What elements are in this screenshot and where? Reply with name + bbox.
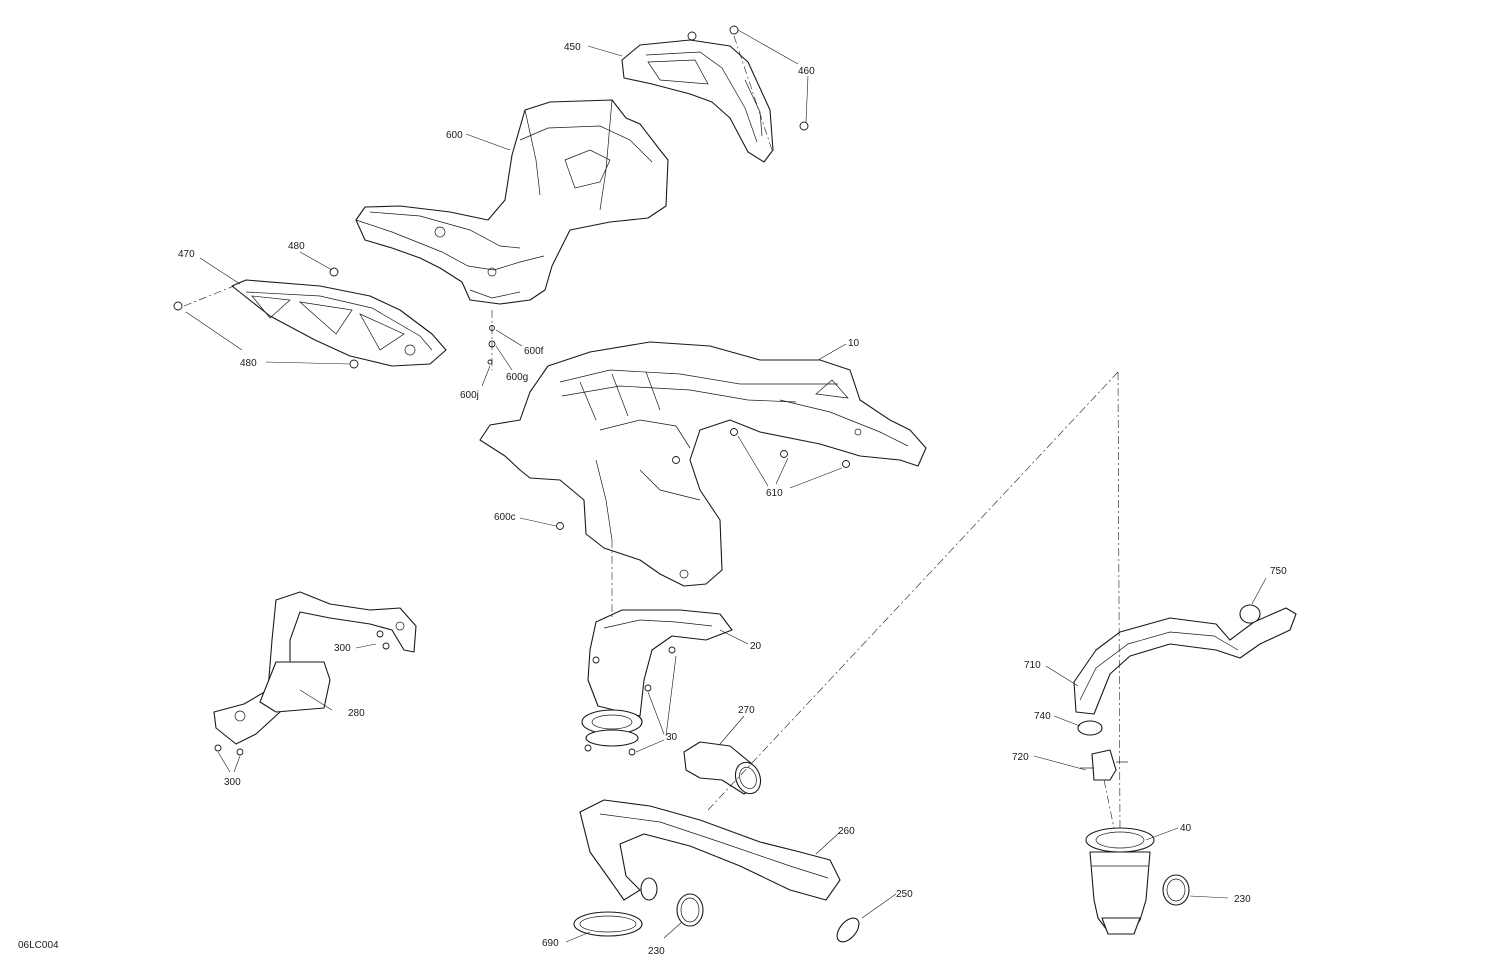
callout-280: 280 bbox=[348, 708, 365, 719]
callout-710: 710 bbox=[1024, 660, 1041, 671]
part-720-valve bbox=[1080, 749, 1128, 781]
part-600-intake-housing bbox=[355, 99, 669, 305]
part-740-clamp bbox=[1077, 720, 1103, 736]
callout-300-top: 300 bbox=[334, 643, 351, 654]
fasteners bbox=[173, 25, 850, 756]
part-250-clamp bbox=[836, 917, 860, 943]
part-280-bracket bbox=[213, 591, 417, 745]
alignment-lines bbox=[183, 35, 1121, 831]
part-10-airbox bbox=[479, 341, 927, 587]
callout-740: 740 bbox=[1034, 711, 1051, 722]
callout-460: 460 bbox=[798, 66, 815, 77]
callout-450: 450 bbox=[564, 42, 581, 53]
part-230-clamp-right bbox=[1162, 874, 1190, 906]
drawing-code: 06LC004 bbox=[18, 940, 59, 951]
callout-610: 610 bbox=[766, 488, 783, 499]
callout-230-right: 230 bbox=[1234, 894, 1251, 905]
callout-720: 720 bbox=[1012, 752, 1029, 763]
callout-600c: 600c bbox=[494, 512, 516, 523]
callout-600j: 600j bbox=[460, 390, 479, 401]
part-20-intake-duct bbox=[581, 609, 733, 747]
callout-260: 260 bbox=[838, 826, 855, 837]
callout-labels: 450 460 600 470 480 480 600f 600g 600j 1… bbox=[178, 42, 1287, 957]
callout-300-bottom: 300 bbox=[224, 777, 241, 788]
callout-250: 250 bbox=[896, 889, 913, 900]
callout-10: 10 bbox=[848, 338, 860, 349]
part-710-vent-hose bbox=[1073, 604, 1297, 715]
callout-270: 270 bbox=[738, 705, 755, 716]
part-40-canister bbox=[1085, 827, 1155, 935]
part-690-clamp bbox=[573, 911, 643, 937]
part-450-side-panel bbox=[621, 39, 774, 163]
leader-lines bbox=[185, 29, 1267, 943]
callout-690: 690 bbox=[542, 938, 559, 949]
callout-480-top: 480 bbox=[288, 241, 305, 252]
part-270-hose bbox=[683, 741, 762, 795]
callout-600g: 600g bbox=[506, 372, 528, 383]
part-260-hose bbox=[579, 799, 841, 901]
callout-40: 40 bbox=[1180, 823, 1192, 834]
part-470-side-panel bbox=[231, 279, 447, 367]
callout-30: 30 bbox=[666, 732, 678, 743]
part-230-clamp bbox=[676, 893, 704, 927]
callout-470: 470 bbox=[178, 249, 195, 260]
callout-750: 750 bbox=[1270, 566, 1287, 577]
callout-600f: 600f bbox=[524, 346, 544, 357]
callout-20: 20 bbox=[750, 641, 762, 652]
callout-600: 600 bbox=[446, 130, 463, 141]
callout-480-bottom: 480 bbox=[240, 358, 257, 369]
callout-230-left: 230 bbox=[648, 946, 665, 957]
